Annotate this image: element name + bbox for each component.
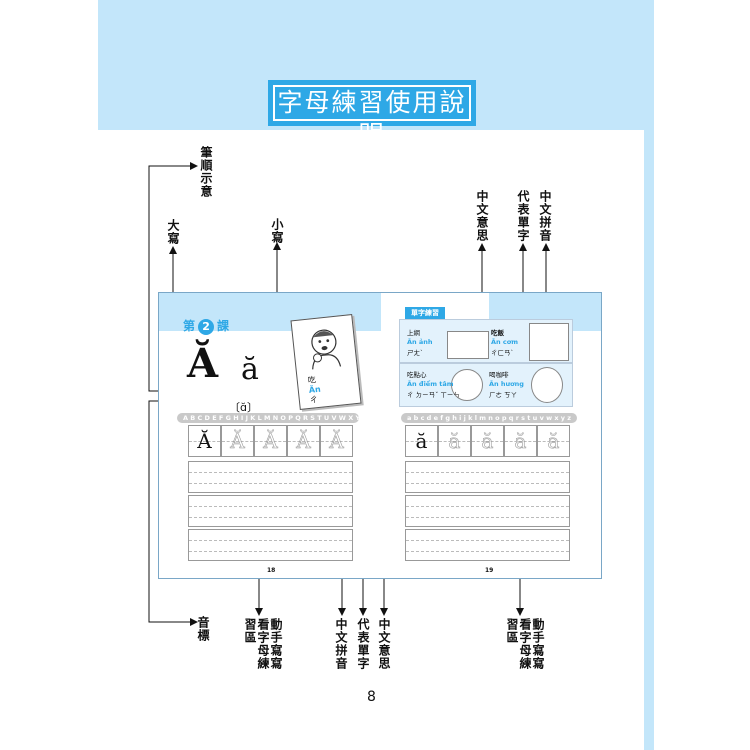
uppercase-letter: Ă xyxy=(187,340,219,387)
vocab-word: Ăn điểm tâm xyxy=(407,380,454,388)
vocab-word: Ăn ảnh xyxy=(407,338,433,346)
label-stroke-order: 筆順示意 xyxy=(199,146,213,198)
practice-letter: Ă xyxy=(197,429,212,453)
vocab-meaning: 上網 xyxy=(407,329,420,337)
vocab-meaning: 吃點心 xyxy=(407,371,427,379)
snack-picture xyxy=(451,369,483,401)
girl-picture xyxy=(531,367,563,403)
practice-row xyxy=(188,529,353,561)
practice-row xyxy=(405,461,570,493)
practice-letter: ă xyxy=(415,429,428,453)
trace-letter: ă xyxy=(514,429,527,454)
restaurant-picture xyxy=(529,323,569,361)
right-band xyxy=(644,0,654,750)
trace-letter: Ă xyxy=(329,429,344,454)
label-word-bottom: 代表單字 xyxy=(356,618,370,670)
alphabet-strip-lower: a b c d e f g h i j k l m n o p q r s t … xyxy=(401,413,577,423)
word-card: 吃 Ăn ㄔ xyxy=(290,314,362,410)
card-pinyin: ㄔ xyxy=(309,395,319,405)
title-banner: 字母練習使用說明 xyxy=(268,80,476,149)
trace-letter: Ă xyxy=(230,429,245,454)
vocab-meaning: 喝咖啡 xyxy=(489,371,509,379)
card-meaning: 吃 xyxy=(307,375,317,385)
label-phonetic: 音標 xyxy=(196,616,210,642)
page-number-left: 18 xyxy=(267,567,276,574)
vocab-pinyin: ㄔ ㄉㄧㄢˇ ㄒㄧㄣ xyxy=(407,391,460,399)
label-meaning-bottom: 中文意思 xyxy=(377,618,391,670)
label-word-top: 代表單字 xyxy=(516,190,530,242)
label-lowercase: 小寫 xyxy=(270,218,284,244)
vocab-pinyin: ㄏㄜ ㄎㄚ xyxy=(489,391,518,399)
page-title: 字母練習使用說明 xyxy=(273,85,471,149)
vocab-word: Ăn cơm xyxy=(491,338,519,346)
practice-row xyxy=(405,495,570,527)
page-number-right: 19 xyxy=(485,567,494,574)
trace-letter: Ă xyxy=(263,429,278,454)
label-uppercase: 大寫 xyxy=(166,219,180,245)
phonetic-symbol: 〔ɑ̆〕 xyxy=(229,401,258,414)
boy-eating-icon xyxy=(311,329,342,370)
lesson-suffix: 課 xyxy=(217,319,230,333)
trace-letter: ă xyxy=(547,429,560,454)
computer-picture xyxy=(447,331,489,359)
practice-row xyxy=(188,461,353,493)
label-practice-left: 動手寫寫看字母練習區 xyxy=(243,618,283,670)
trace-letter: ă xyxy=(481,429,494,454)
trace-letter: ă xyxy=(448,429,461,454)
vocab-pinyin: ㄔㄈㄢˋ xyxy=(491,349,514,357)
practice-row xyxy=(405,529,570,561)
lesson-number: 2 xyxy=(198,319,215,335)
label-meaning-top: 中文意思 xyxy=(475,190,489,242)
vocab-word: Ăn hương xyxy=(489,380,524,388)
label-practice-right: 動手寫寫看字母練習區 xyxy=(505,618,545,670)
alphabet-strip-upper: A B C D E F G H I J K L M N O P Q R S T … xyxy=(177,413,359,423)
lowercase-letter: ă xyxy=(241,352,259,387)
vocab-meaning: 吃飯 xyxy=(491,329,504,337)
label-pinyin-top: 中文拼音 xyxy=(538,190,552,242)
vocab-tag: 單字練習 xyxy=(405,307,445,319)
label-pinyin-bottom: 中文拼音 xyxy=(334,618,348,670)
trace-letter: Ă xyxy=(296,429,311,454)
card-word: Ăn xyxy=(308,384,322,395)
practice-row xyxy=(188,495,353,527)
page-number: 8 xyxy=(367,689,376,705)
vocab-pinyin: ㄕㄤˋ xyxy=(407,349,424,357)
lesson-prefix: 第 xyxy=(183,319,196,333)
